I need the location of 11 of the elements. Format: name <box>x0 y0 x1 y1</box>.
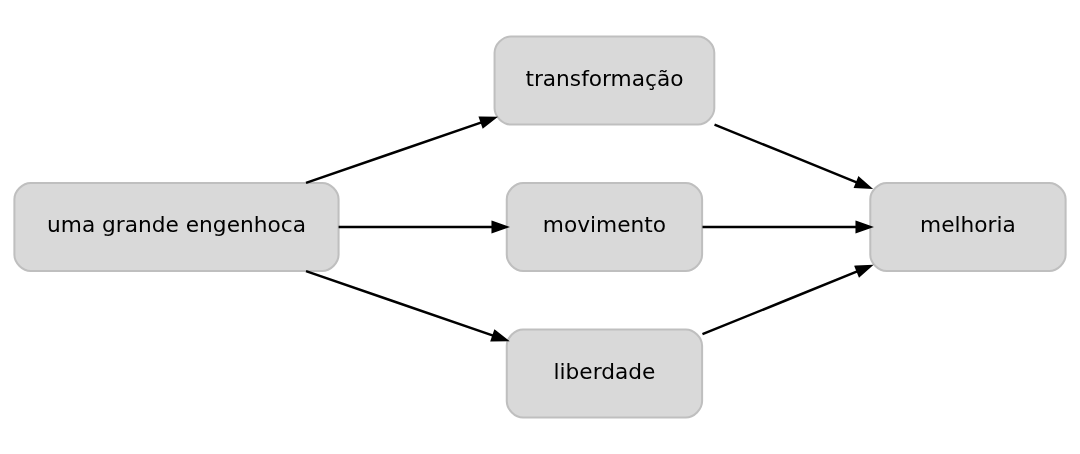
node-box: movimento <box>505 181 704 273</box>
arrow <box>305 116 499 184</box>
arrow <box>305 270 510 342</box>
arrow <box>338 220 510 234</box>
arrow <box>702 220 874 234</box>
node-box: liberdade <box>505 328 704 419</box>
arrow <box>702 264 874 336</box>
node-box: uma grande engenhoca <box>13 181 340 273</box>
arrow <box>714 123 874 190</box>
node-box: melhoria <box>869 181 1067 273</box>
node-box: transformação <box>493 35 716 126</box>
